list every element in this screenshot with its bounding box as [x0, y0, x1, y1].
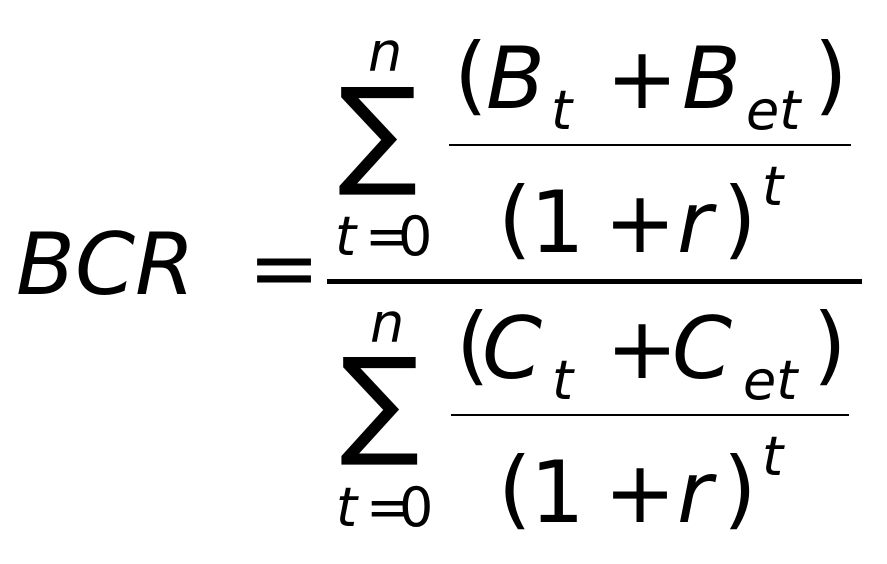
num-sum-lower-val: 0 [398, 205, 433, 268]
den-sum-upper-limit: n [370, 292, 405, 355]
num-top-plus: + [606, 29, 679, 129]
den-sum-symbol: ∑ [340, 332, 420, 470]
den-top-c2-sub: et [743, 349, 798, 412]
den-sum-lower-var: t [336, 476, 358, 539]
den-bottom-plus: + [604, 443, 677, 543]
num-top-b-sub: t [551, 79, 573, 142]
den-bottom-exp: t [762, 425, 784, 488]
lhs-bcr: BCR [16, 215, 195, 315]
num-sum-symbol: ∑ [338, 62, 418, 200]
den-sum-lower-val: 0 [399, 476, 434, 539]
num-bottom-exp: t [762, 155, 784, 218]
num-bottom-open-paren: ( [498, 169, 532, 269]
den-sum-lower-eq: = [366, 476, 412, 539]
num-sum-lower-eq: = [365, 205, 411, 268]
num-top-b2: B [682, 29, 741, 129]
num-inner-fraction-bar [449, 144, 851, 146]
num-bottom-one: 1 [530, 173, 585, 273]
den-top-plus: + [606, 299, 679, 399]
equals-sign: = [248, 218, 321, 318]
num-bottom-r: r [677, 173, 713, 273]
num-top-b: B [486, 29, 545, 129]
num-bottom-plus: + [604, 173, 677, 273]
num-top-open-paren: ( [454, 25, 488, 125]
den-inner-fraction-bar [451, 414, 849, 416]
den-bottom-r: r [677, 443, 713, 543]
num-bottom-close-paren: ) [723, 169, 757, 269]
den-bottom-close-paren: ) [723, 439, 757, 539]
den-bottom-one: 1 [530, 443, 585, 543]
den-top-open-paren: ( [456, 295, 490, 395]
num-sum-lower-var: t [335, 205, 357, 268]
den-bottom-open-paren: ( [498, 439, 532, 539]
den-top-c: C [482, 299, 543, 399]
num-sum-upper-limit: n [368, 21, 403, 84]
main-fraction-bar [327, 279, 862, 284]
num-top-close-paren: ) [814, 25, 848, 125]
den-top-c-sub: t [552, 349, 574, 412]
den-top-c2: C [672, 299, 733, 399]
den-top-close-paren: ) [813, 295, 847, 395]
num-top-b2-sub: et [746, 79, 801, 142]
